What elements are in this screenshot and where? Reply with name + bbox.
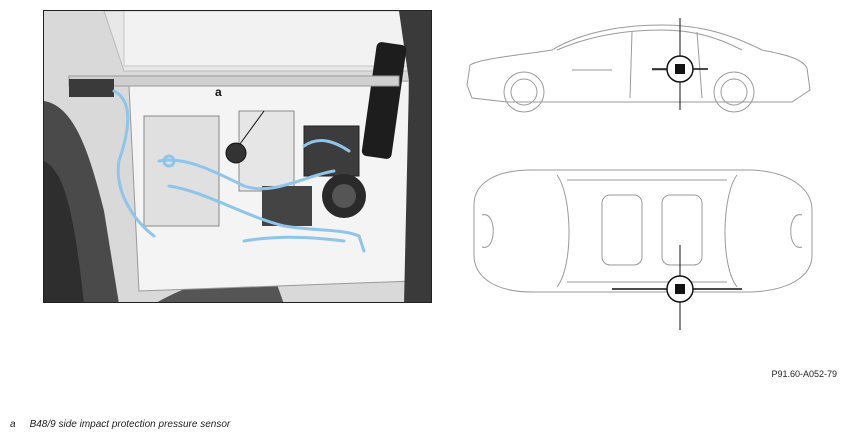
vehicle-top-view: [473, 169, 813, 293]
side-mirror-shape: [361, 42, 407, 159]
wiring-harness: [112, 89, 366, 253]
lock-actuator-shape: [69, 79, 114, 97]
legend-text: B48/9 side impact protection pressure se…: [29, 419, 231, 430]
door-interior-illustration: [43, 10, 432, 303]
vehicle-side-view: [466, 24, 811, 113]
vehicle-line-drawings: [466, 18, 813, 330]
window-motor-shape: [262, 186, 312, 226]
callout-letter-a: a: [215, 85, 222, 99]
pressure-sensor-shape: [225, 142, 247, 164]
location-marker-side: [652, 18, 708, 110]
vehicle-location-views: [462, 10, 822, 335]
legend-key: a: [10, 419, 16, 430]
location-marker-top: [612, 245, 742, 330]
legend-item-a: a B48/9 side impact protection pressure …: [10, 419, 230, 430]
module-block-shape: [303, 125, 360, 177]
door-interior-drawing: [44, 11, 431, 302]
figure-code: P91.60-A052-79: [771, 369, 837, 379]
